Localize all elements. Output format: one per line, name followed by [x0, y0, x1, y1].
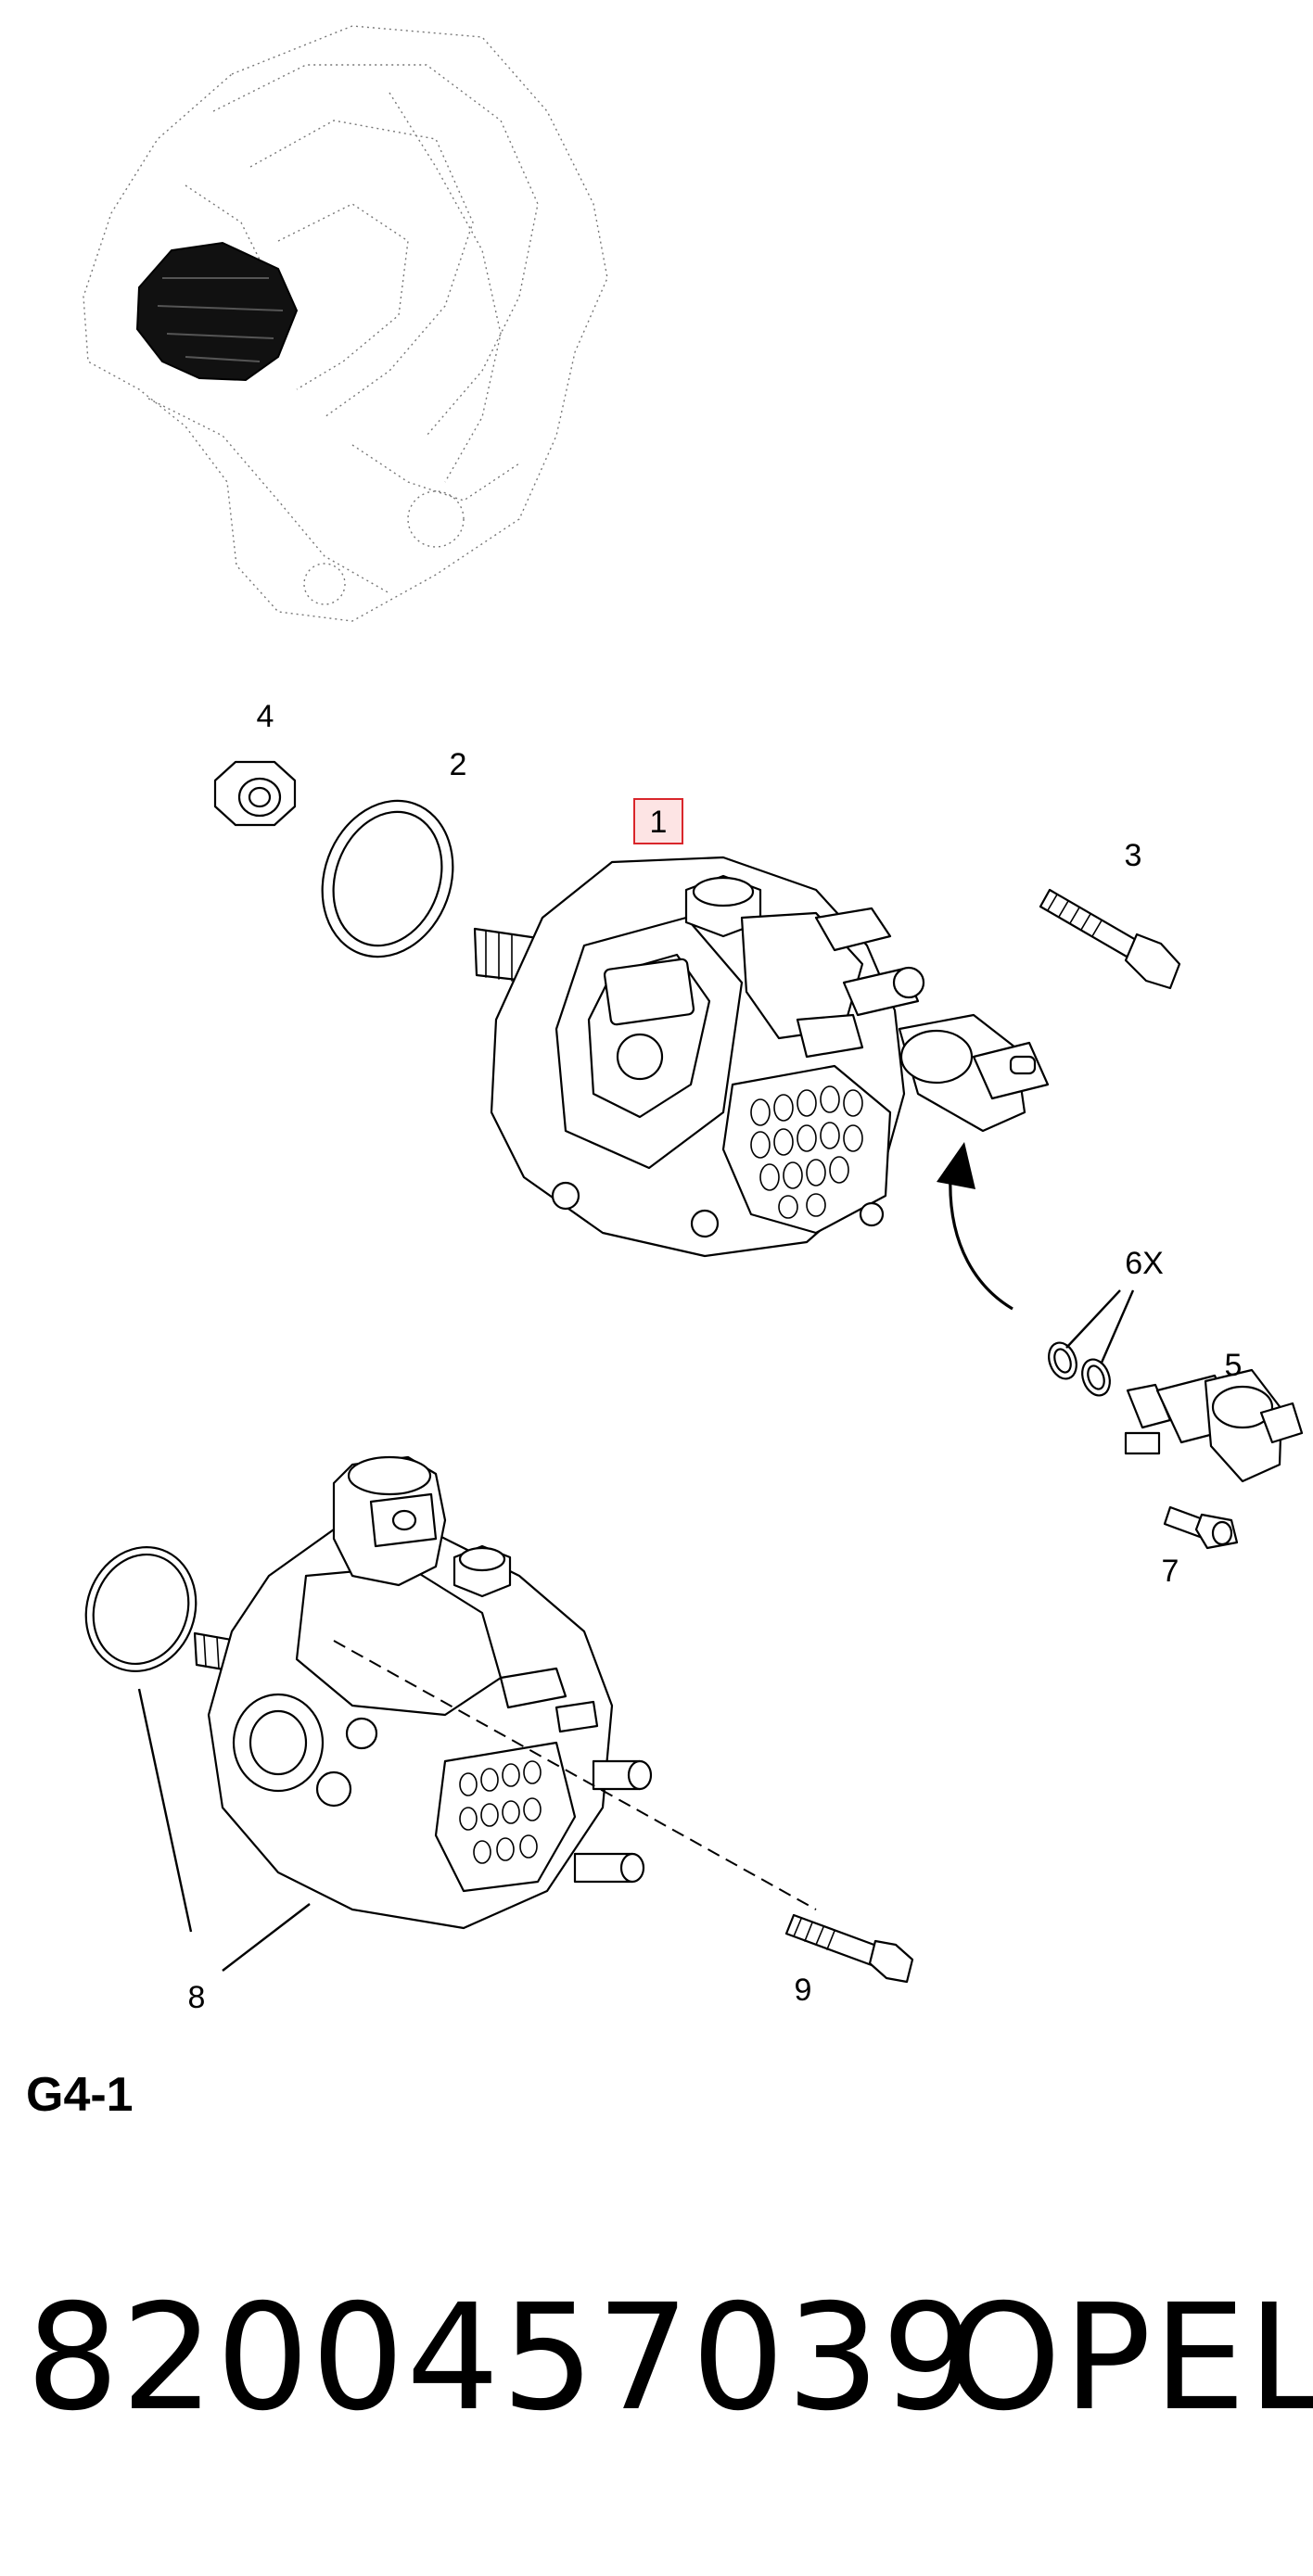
callout-1-highlight-box: [633, 798, 683, 844]
part-1-high-pressure-pump: [473, 856, 1050, 1258]
callout-9: 9: [795, 1973, 812, 2008]
brand-name: OPEL: [946, 2273, 1313, 2443]
part-2-o-ring: [321, 799, 454, 958]
callout-4: 4: [257, 699, 274, 734]
diagram-code: G4-1: [26, 2068, 134, 2122]
part-number: 8200457039: [26, 2273, 977, 2443]
part-3-bolt: [1039, 888, 1181, 990]
callout-8: 8: [188, 1980, 206, 2015]
callout-6x: 6X: [1125, 1246, 1164, 1281]
engine-overview-illustration: [83, 25, 608, 622]
part-6-seal-rings: [1048, 1289, 1135, 1397]
callout-7: 7: [1162, 1554, 1179, 1589]
callout-1: 1: [650, 805, 668, 840]
callout-2: 2: [450, 747, 467, 782]
part-5-pressure-regulator: [1124, 1368, 1304, 1483]
callout-5: 5: [1225, 1348, 1243, 1383]
assembly-arrow: [937, 1142, 1013, 1311]
part-4-nut: [213, 760, 297, 827]
pump-assembly-view: [84, 1455, 914, 1984]
callout-labels: 1 2 3 4 5 6X 7 8 9: [188, 699, 1243, 2015]
part-7-screw: [1163, 1505, 1239, 1550]
callout-3: 3: [1125, 838, 1142, 873]
